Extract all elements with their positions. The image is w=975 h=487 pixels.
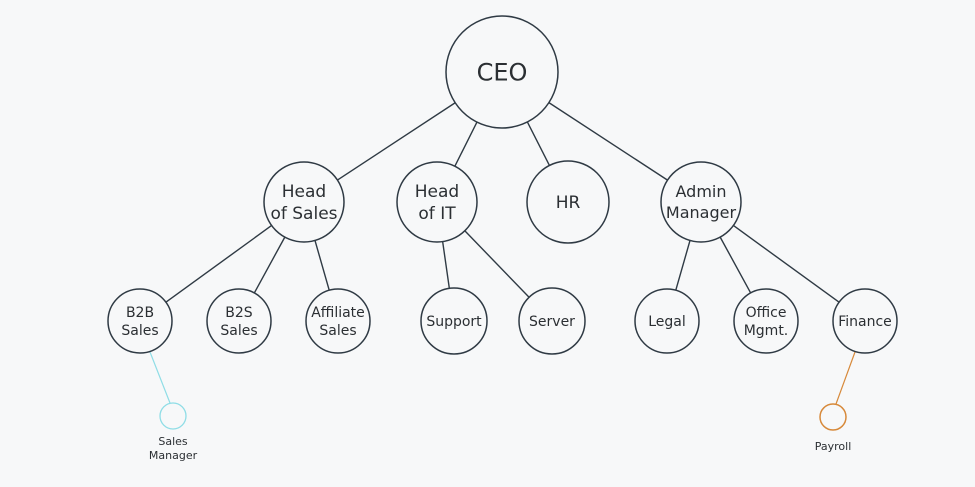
edge-admin-manager-to-finance — [732, 224, 840, 303]
connector-lines — [165, 102, 840, 303]
node-hr[interactable]: HR — [526, 160, 610, 244]
edge-head-of-it-to-server — [464, 230, 530, 298]
node-circle — [445, 15, 559, 129]
edge-head-of-sales-to-affiliate-sales — [314, 240, 330, 291]
edge-ceo-to-admin-manager — [548, 102, 668, 181]
node-label: Legal — [648, 314, 686, 330]
edge-admin-manager-to-legal — [675, 240, 691, 291]
node-label: Sales — [121, 323, 158, 339]
node-label: Manager — [666, 203, 737, 222]
node-circle — [305, 288, 371, 354]
edge-admin-manager-to-office-mgmt — [719, 236, 752, 294]
node-circle — [518, 287, 586, 355]
node-ceo[interactable]: CEO — [445, 15, 559, 129]
edge-head-of-sales-to-b2s-sales — [253, 236, 286, 294]
node-label: Sales — [319, 323, 356, 339]
node-label: HR — [556, 193, 581, 213]
node-b2s-sales[interactable]: B2S Sales — [206, 288, 272, 354]
node-circle — [526, 160, 610, 244]
node-circle — [263, 161, 345, 243]
node-label: of IT — [418, 204, 456, 224]
node-circle — [396, 161, 478, 243]
node-label: Sales — [220, 323, 257, 339]
edge-head-of-sales-to-b2b-sales — [165, 224, 273, 303]
node-circle — [107, 288, 173, 354]
node-label: Affiliate — [311, 305, 365, 321]
node-circle — [733, 288, 799, 354]
sales-manager-label: Sales — [158, 435, 188, 448]
sales-manager-label: Manager — [149, 449, 198, 462]
edge-ceo-to-hr — [526, 121, 551, 166]
node-label: Finance — [838, 314, 892, 330]
node-label: Admin — [676, 182, 727, 201]
node-label: B2B — [126, 305, 154, 321]
edge-ceo-to-head-of-it — [454, 121, 478, 167]
edge-ceo-to-head-of-sales — [337, 102, 456, 181]
node-label: Office — [746, 305, 787, 321]
node-label: Head — [282, 182, 326, 202]
node-circle — [634, 288, 700, 354]
payroll-connector — [835, 351, 856, 405]
sales-manager-circle[interactable] — [159, 402, 187, 430]
node-b2b-sales[interactable]: B2B Sales — [107, 288, 173, 354]
payroll-label: Payroll — [815, 440, 852, 453]
node-circle — [832, 288, 898, 354]
node-label: Server — [529, 314, 575, 330]
node-server[interactable]: Server — [518, 287, 586, 355]
node-finance[interactable]: Finance — [832, 288, 898, 354]
node-label: Support — [426, 314, 482, 330]
node-label: of Sales — [270, 204, 337, 224]
node-label: B2S — [225, 305, 253, 321]
edge-head-of-it-to-support — [441, 241, 451, 289]
node-label: CEO — [477, 58, 528, 86]
node-label: Mgmt. — [744, 323, 789, 339]
node-label: Head — [415, 182, 459, 202]
node-support[interactable]: Support — [420, 287, 488, 355]
node-circle — [420, 287, 488, 355]
node-circle — [660, 161, 742, 243]
payroll-circle[interactable] — [819, 403, 847, 431]
node-legal[interactable]: Legal — [634, 288, 700, 354]
sales-manager-connector — [149, 351, 171, 404]
node-circle — [206, 288, 272, 354]
